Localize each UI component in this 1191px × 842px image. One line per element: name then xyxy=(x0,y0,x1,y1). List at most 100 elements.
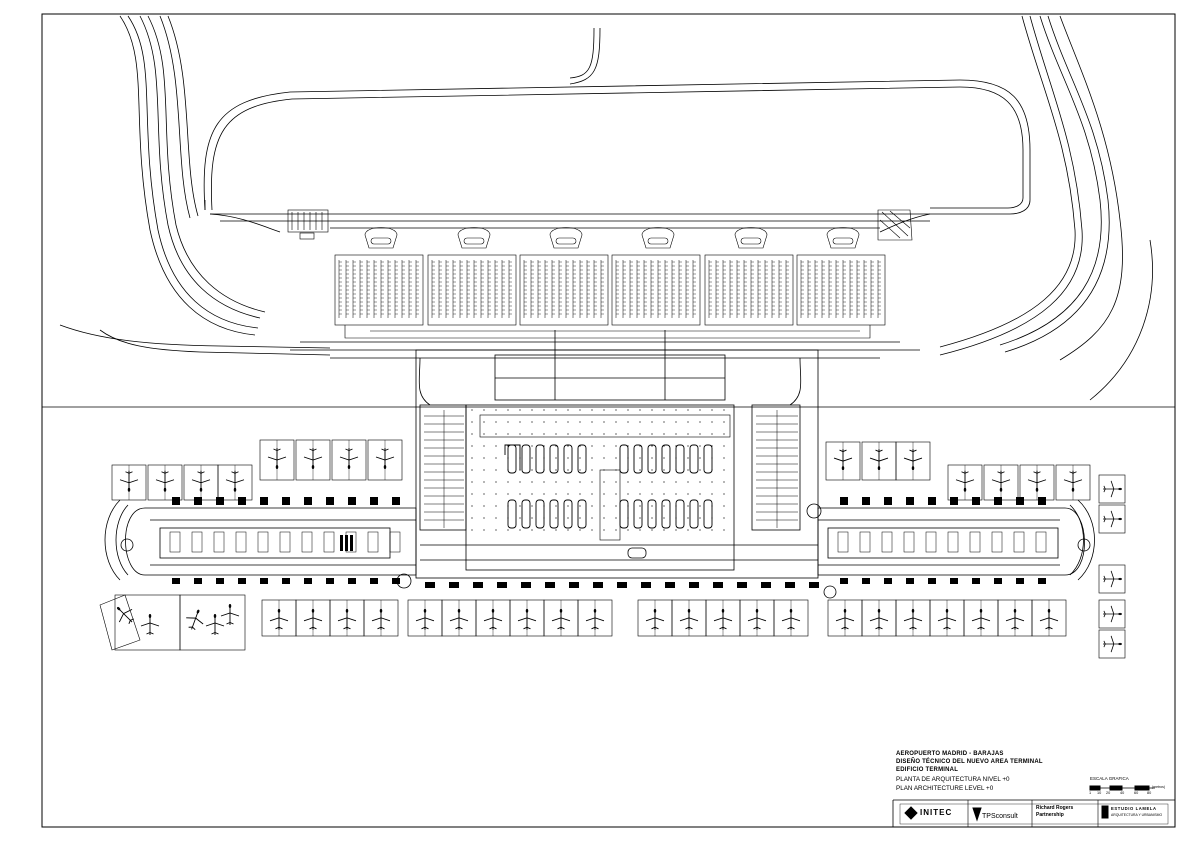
column xyxy=(723,445,725,447)
column xyxy=(471,493,473,495)
column xyxy=(507,445,509,447)
check-in-island xyxy=(703,499,713,529)
column xyxy=(723,457,725,459)
column xyxy=(687,529,689,531)
column xyxy=(579,505,581,507)
column xyxy=(699,445,701,447)
parking-module xyxy=(334,227,424,326)
column xyxy=(711,517,713,519)
column xyxy=(711,409,713,411)
column xyxy=(495,517,497,519)
column xyxy=(627,529,629,531)
check-in-island xyxy=(535,444,545,474)
gate-room xyxy=(903,531,915,553)
column xyxy=(591,445,593,447)
column xyxy=(567,481,569,483)
check-in-island xyxy=(647,444,657,474)
column xyxy=(663,445,665,447)
column xyxy=(567,409,569,411)
column xyxy=(579,469,581,471)
column xyxy=(555,493,557,495)
column xyxy=(579,481,581,483)
column xyxy=(639,481,641,483)
gate-room xyxy=(389,531,401,553)
toll-plaza-right xyxy=(877,209,913,241)
column xyxy=(627,469,629,471)
column xyxy=(615,433,617,435)
check-in-island xyxy=(675,444,685,474)
column xyxy=(675,457,677,459)
gate-room xyxy=(969,531,981,553)
jet-bridge xyxy=(473,582,483,588)
column xyxy=(507,493,509,495)
column xyxy=(519,457,521,459)
column xyxy=(531,493,533,495)
column xyxy=(699,529,701,531)
column xyxy=(615,469,617,471)
jet-bridge xyxy=(906,578,914,584)
pier-left xyxy=(104,499,417,589)
check-in-island xyxy=(661,444,671,474)
column xyxy=(639,409,641,411)
jet-bridge xyxy=(641,582,651,588)
scale-label: ESCALA GRAFICA xyxy=(1090,776,1129,781)
column xyxy=(711,493,713,495)
column xyxy=(495,457,497,459)
column xyxy=(579,421,581,423)
lamela-logo-line2: ARQUITECTURA Y URBANISMO xyxy=(1111,813,1163,817)
column xyxy=(579,457,581,459)
core-block xyxy=(340,535,343,551)
jet-bridge xyxy=(1038,578,1046,584)
column xyxy=(627,433,629,435)
column xyxy=(471,445,473,447)
column xyxy=(627,505,629,507)
column xyxy=(687,457,689,459)
jet-bridge xyxy=(862,497,870,505)
column xyxy=(567,445,569,447)
check-in-island xyxy=(577,499,587,529)
column xyxy=(507,433,509,435)
gate-room xyxy=(881,531,893,553)
wall xyxy=(504,444,521,470)
gate-room xyxy=(235,531,247,553)
parking-base xyxy=(344,325,871,339)
column xyxy=(579,433,581,435)
column xyxy=(663,469,665,471)
check-in-islands xyxy=(471,409,731,541)
aircraft-stand xyxy=(1098,504,1126,534)
column xyxy=(591,409,593,411)
column xyxy=(579,517,581,519)
column xyxy=(555,445,557,447)
lamela-logo-mark xyxy=(1101,805,1109,819)
parking-module xyxy=(796,227,886,326)
column xyxy=(567,421,569,423)
check-in-island xyxy=(563,444,573,474)
jet-bridge xyxy=(304,578,312,584)
parking-module xyxy=(519,227,609,326)
column xyxy=(615,457,617,459)
column xyxy=(639,505,641,507)
gate-room xyxy=(323,531,335,553)
column xyxy=(711,481,713,483)
column xyxy=(663,409,665,411)
column xyxy=(567,433,569,435)
aircraft-stand xyxy=(99,594,141,651)
column xyxy=(507,517,509,519)
column xyxy=(567,517,569,519)
jet-bridge xyxy=(1016,497,1024,505)
check-in-island xyxy=(521,499,531,529)
check-in-island xyxy=(521,444,531,474)
column xyxy=(579,529,581,531)
project-title: AEROPUERTO MADRID - BARAJAS xyxy=(896,751,1004,757)
jet-bridge xyxy=(238,578,246,584)
scale-tick: 10 xyxy=(1097,791,1102,795)
column xyxy=(495,445,497,447)
column xyxy=(519,433,521,435)
column xyxy=(531,517,533,519)
check-in-island xyxy=(563,499,573,529)
aircraft-icon xyxy=(1102,570,1122,588)
column xyxy=(555,421,557,423)
jet-bridge xyxy=(521,582,531,588)
column xyxy=(675,517,677,519)
